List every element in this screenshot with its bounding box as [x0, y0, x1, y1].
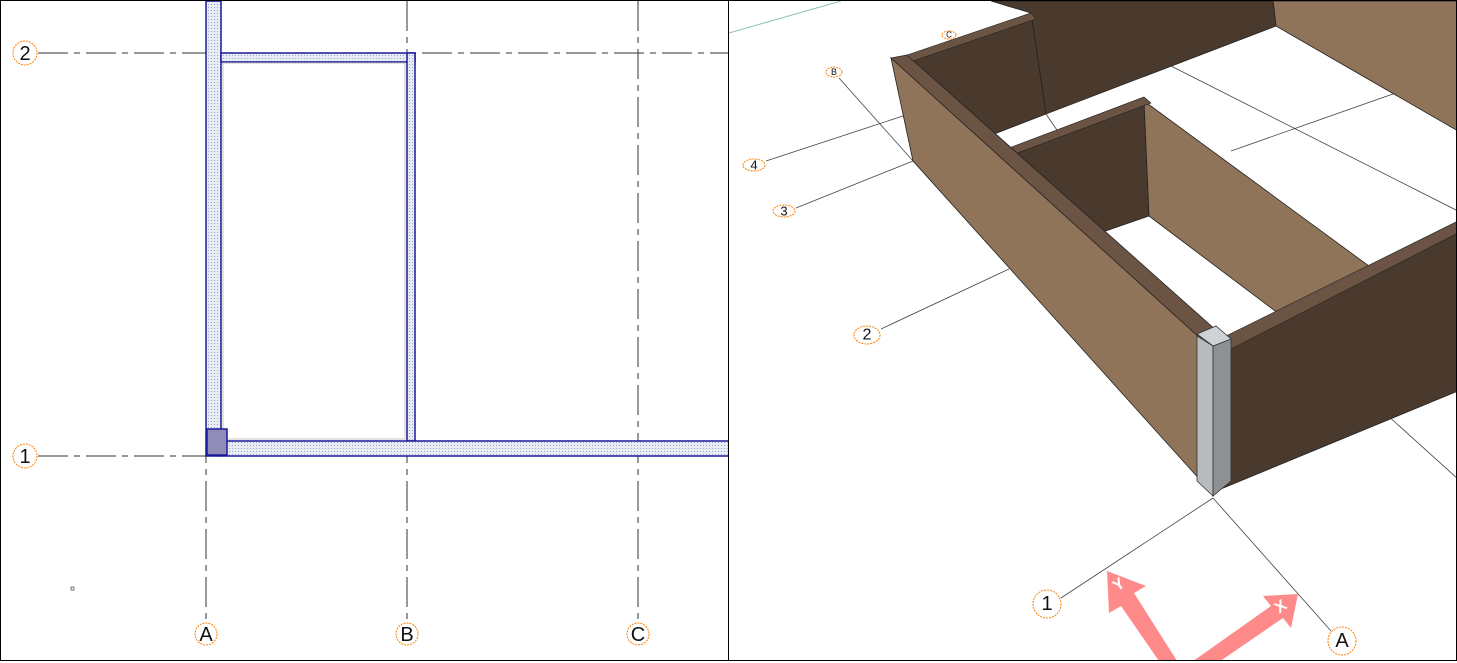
wall-a [205, 1, 222, 457]
plan-view-pane[interactable]: 2 1 A B C [0, 0, 729, 661]
grid-label-1: 1 [1041, 593, 1052, 615]
grid-label-row-2: 2 [19, 43, 30, 65]
axis-gizmo: Y X [1107, 571, 1298, 660]
grid-lines [38, 1, 728, 621]
grid-label-3: 3 [780, 204, 787, 219]
grid-label-4: 4 [750, 158, 757, 173]
grid-label-a: A [1335, 630, 1349, 652]
column-3d[interactable] [1196, 325, 1232, 497]
wall-b [406, 52, 416, 442]
column [206, 428, 228, 456]
wall-2 [220, 52, 416, 63]
room-outline [222, 62, 406, 440]
plan-canvas[interactable]: 2 1 A B C [1, 1, 729, 661]
far-wall-inner [990, 1, 1277, 115]
grid-label-b: B [831, 67, 837, 77]
grid-label-c: C [946, 31, 952, 40]
grid-label-col-c: C [631, 624, 645, 646]
grid-label-row-1: 1 [19, 446, 30, 468]
origin-marker [70, 586, 75, 591]
grid-bubbles[interactable]: 2 1 A B C [12, 40, 650, 646]
x-axis-arrow [1194, 594, 1298, 660]
far-right-wall [1272, 1, 1456, 131]
horizon-line [729, 1, 842, 34]
wall-1 [220, 440, 728, 457]
3d-canvas[interactable]: 4 3 2 1 A B C Y X [729, 1, 1457, 661]
grid-label-col-b: B [400, 624, 413, 646]
3d-grid-bubbles[interactable]: 4 3 2 1 A B C [742, 30, 1357, 656]
walls-3d[interactable] [890, 1, 1457, 492]
walls[interactable] [70, 1, 729, 591]
y-axis-arrow [1107, 571, 1177, 660]
grid-label-col-a: A [199, 624, 213, 646]
grid-label-2: 2 [863, 327, 872, 344]
3d-view-pane[interactable]: 4 3 2 1 A B C Y X [728, 0, 1457, 661]
